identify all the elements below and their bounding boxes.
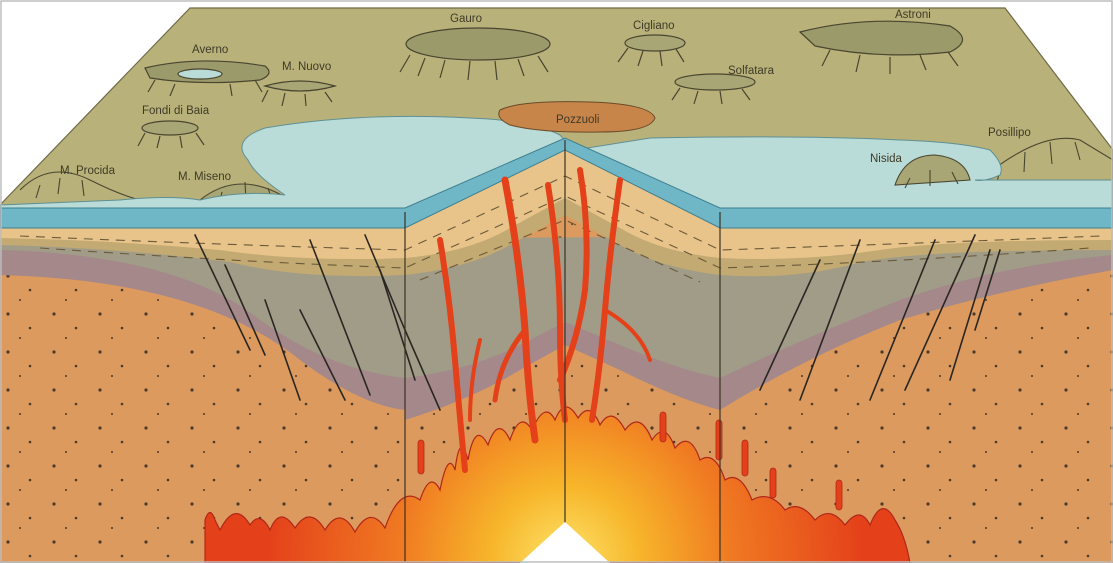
label-nisida: Nisida bbox=[870, 153, 903, 165]
label-pozzuoli: Pozzuoli bbox=[556, 114, 599, 126]
label-astroni: Astroni bbox=[895, 9, 931, 21]
label-monte-miseno: M. Miseno bbox=[178, 171, 231, 183]
label-monte-procida: M. Procida bbox=[60, 165, 116, 177]
label-monte-nuovo: M. Nuovo bbox=[282, 61, 331, 73]
label-solfatara: Solfatara bbox=[728, 65, 775, 77]
label-fondi-di-baia: Fondi di Baia bbox=[142, 105, 210, 117]
label-averno: Averno bbox=[192, 44, 228, 56]
label-posillipo: Posillipo bbox=[988, 127, 1031, 139]
label-gauro: Gauro bbox=[450, 13, 482, 25]
label-cigliano: Cigliano bbox=[633, 20, 675, 32]
